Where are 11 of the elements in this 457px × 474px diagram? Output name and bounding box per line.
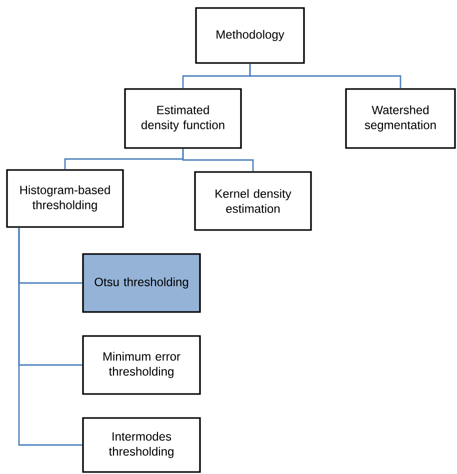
connector — [249, 64, 402, 88]
process-box: Methodology — [195, 7, 305, 64]
highlighted-box: Otsu thresholding — [82, 253, 201, 313]
process-box: Watershed segmentation — [345, 88, 456, 149]
process-box: Estimated density function — [124, 88, 242, 149]
connector — [182, 148, 254, 172]
process-box: Intermodes thresholding — [82, 417, 201, 473]
process-box: Kernel density estimation — [194, 171, 312, 231]
process-box: Minimum error thresholding — [82, 335, 201, 395]
process-box: Histogram-based thresholding — [6, 169, 124, 228]
connector — [18, 228, 82, 446]
